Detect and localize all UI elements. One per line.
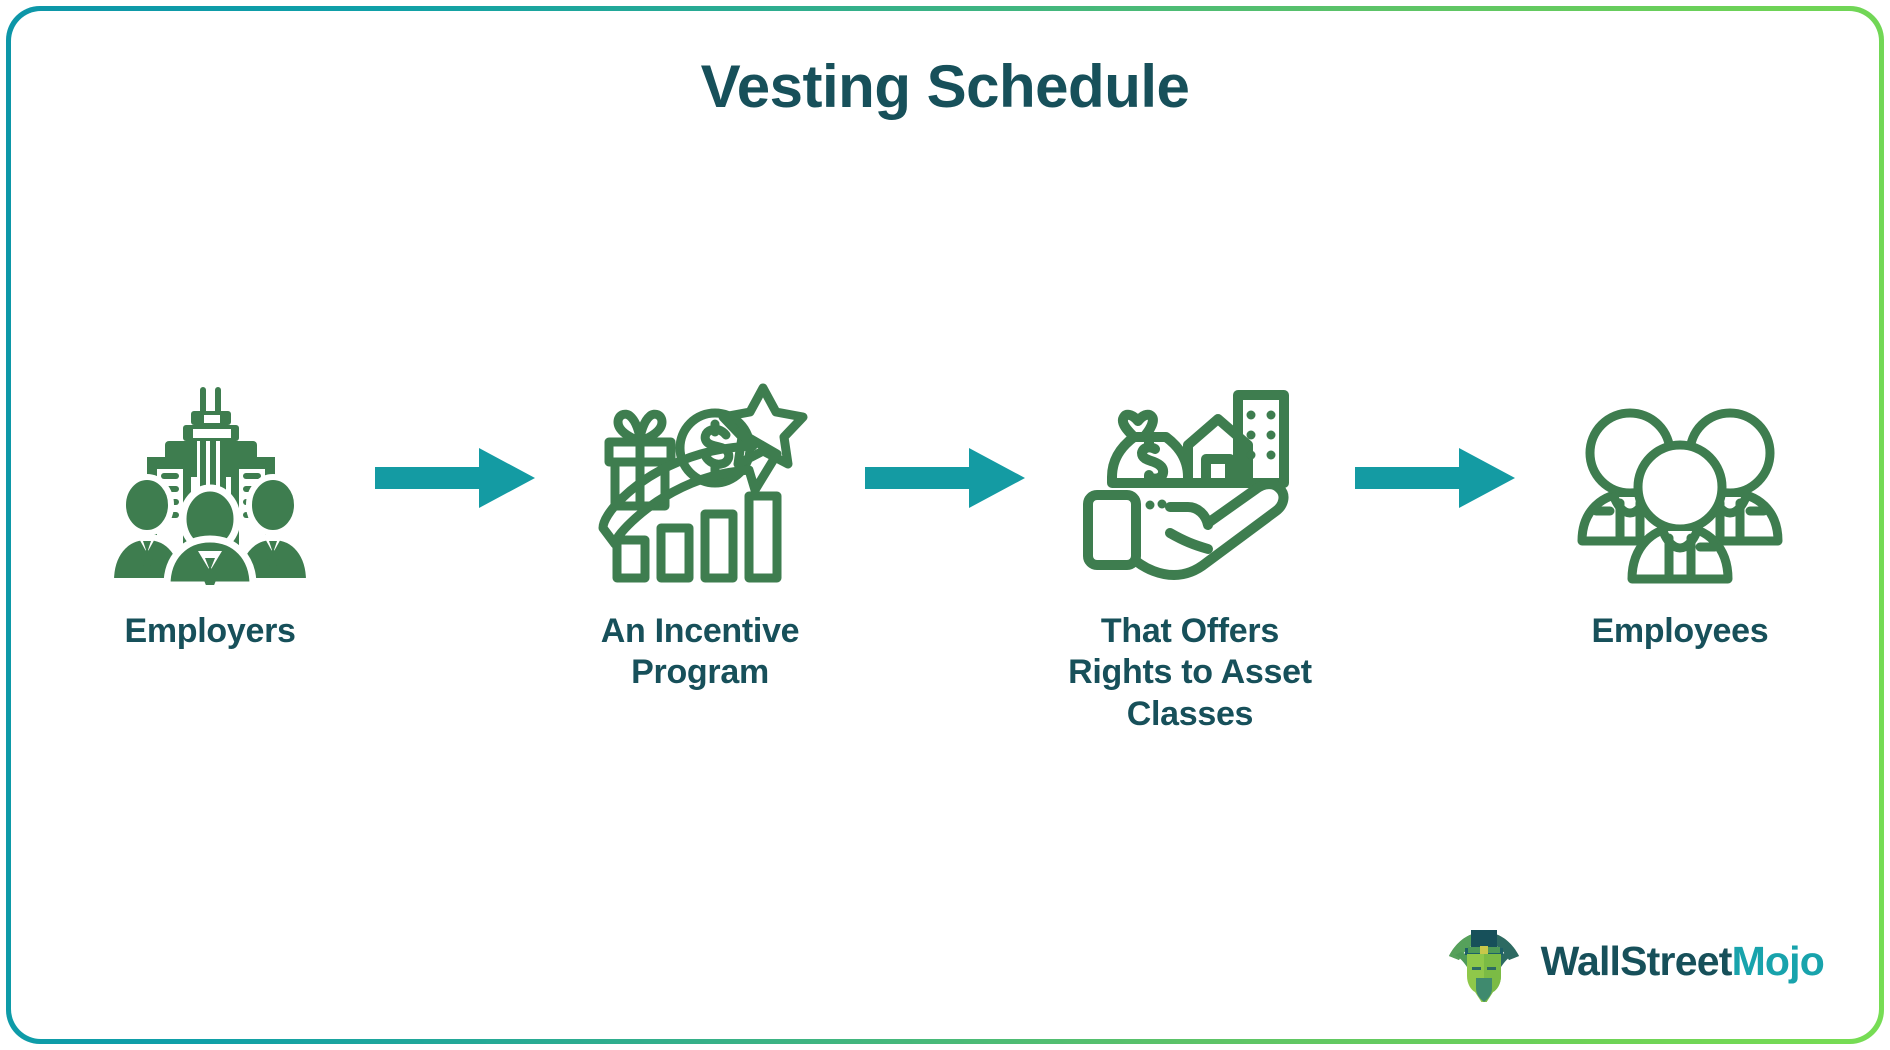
office-building-with-employees-icon [108,387,313,585]
logo-text-primary: WallStreet [1540,937,1733,984]
flow-step-asset-rights: That Offers Rights to Asset Classes [1030,370,1350,735]
logo-text-accent: Mojo [1731,937,1825,984]
icon-container-2 [593,370,808,585]
page-title: Vesting Schedule [700,53,1190,120]
arrow-right-icon [1354,447,1515,508]
frame-inner-surface [11,11,1879,1039]
flow-step-label: Employers [124,612,296,650]
flow-step-incentive-program: An Incentive Program [540,370,860,694]
icon-container-4 [1570,370,1790,585]
arrow-1 [370,370,540,585]
hand-holding-assets-icon [1083,390,1290,580]
wallstreetmojo-logo[interactable]: WallStreetMojo [1443,920,1825,1002]
flow-step-label: An Incentive Program [600,612,800,692]
logo-wordmark: WallStreetMojo [1540,937,1825,985]
flow-step-label: That Offers Rights to Asset Classes [1068,612,1312,733]
vesting-flow-diagram: Employers [50,370,1840,733]
arrow-3 [1350,370,1520,585]
icon-container-1 [105,370,315,585]
bull-with-top-hat-icon [1448,930,1519,1002]
arrow-2 [860,370,1030,585]
flow-step-employees: Employees [1520,370,1840,652]
flow-step-label: Employees [1591,612,1769,650]
group-of-employees-icon [1577,408,1783,584]
arrow-right-icon [375,447,536,508]
arrow-right-icon [864,447,1025,508]
gradient-border-frame [6,6,1884,1044]
flow-step-employers: Employers [50,370,370,652]
incentive-growth-chart-icon [598,383,808,583]
icon-container-3 [1082,370,1297,585]
